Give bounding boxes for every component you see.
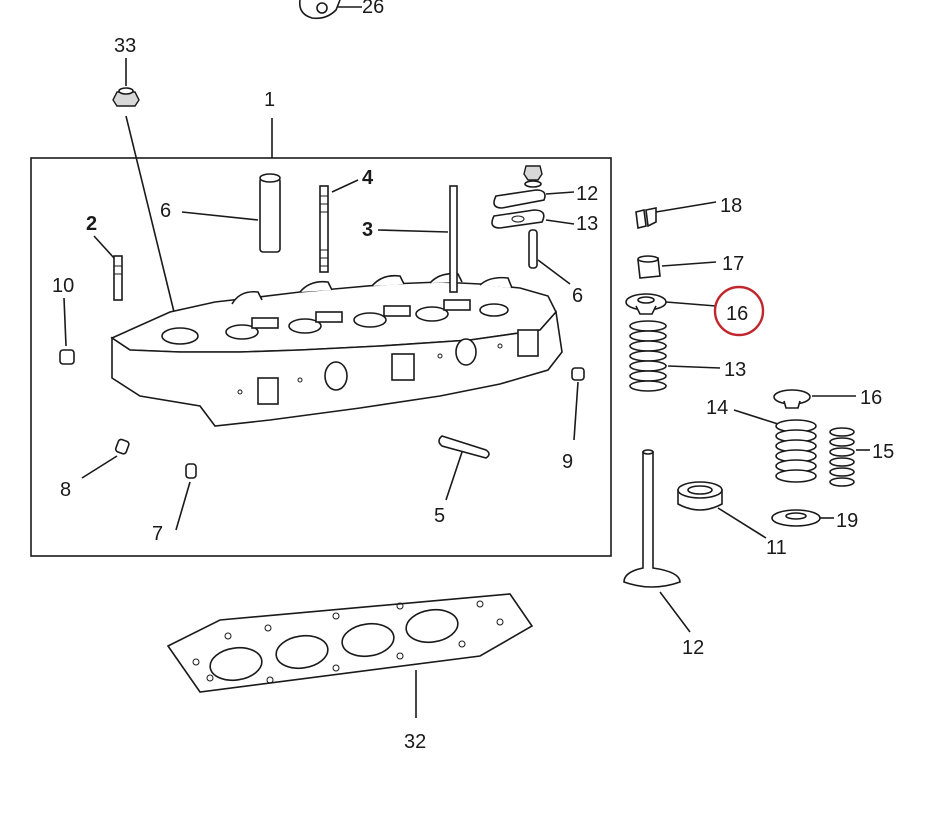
part-17-cap xyxy=(637,255,661,279)
callout-16-highlighted: 16 xyxy=(726,303,748,325)
part-15-inner-spring xyxy=(829,427,855,487)
part-7-plug xyxy=(185,463,197,479)
callout-7: 7 xyxy=(152,523,163,545)
part-32-head-gasket xyxy=(166,593,534,693)
part-5-pin xyxy=(438,435,490,459)
part-6-dowel-right xyxy=(528,229,538,269)
part-12-valve xyxy=(623,449,681,588)
part-19-spring-seat xyxy=(771,509,821,527)
callout-33: 33 xyxy=(114,35,136,57)
callout-9: 9 xyxy=(562,451,573,473)
callout-5: 5 xyxy=(434,505,445,527)
callout-18: 18 xyxy=(720,195,742,217)
callout-16-second: 16 xyxy=(860,387,882,409)
part-cylinder-head xyxy=(110,272,563,427)
callout-19: 19 xyxy=(836,510,858,532)
part-8-plug xyxy=(114,438,130,455)
callout-15: 15 xyxy=(872,441,894,463)
part-6-sleeve xyxy=(259,173,281,253)
part-18-collets xyxy=(635,207,657,229)
part-2-pin xyxy=(113,255,123,301)
callout-32: 32 xyxy=(404,731,426,753)
part-10-plug xyxy=(59,349,75,365)
part-9-plug xyxy=(571,367,585,381)
part-3-long-stud xyxy=(449,185,458,293)
part-16-retainer-small xyxy=(773,389,811,409)
callout-13-top: 13 xyxy=(576,213,598,235)
callout-12-top: 12 xyxy=(576,183,598,205)
callout-26: 26 xyxy=(362,0,384,18)
part-16-spring-retainer xyxy=(625,293,667,315)
part-4-stud xyxy=(319,185,329,273)
part-12-13-plate-assembly xyxy=(491,165,546,229)
callout-10: 10 xyxy=(52,275,74,297)
callout-2: 2 xyxy=(86,213,97,235)
part-13-valve-spring xyxy=(629,320,667,392)
part-33-nut xyxy=(112,87,140,107)
callout-13-right: 13 xyxy=(724,359,746,381)
callout-12-valve: 12 xyxy=(682,637,704,659)
callout-4: 4 xyxy=(362,167,374,189)
cylinder-head-frame xyxy=(30,157,612,557)
highlight-circle xyxy=(713,285,765,337)
callout-3: 3 xyxy=(362,219,373,241)
callout-1: 1 xyxy=(264,89,275,111)
callout-11: 11 xyxy=(766,537,787,559)
callout-8: 8 xyxy=(60,479,71,501)
part-11-seal xyxy=(677,481,723,511)
part-14-outer-spring xyxy=(775,419,817,483)
callout-6-left: 6 xyxy=(160,200,171,222)
callout-6-right: 6 xyxy=(572,285,583,307)
callout-17: 17 xyxy=(722,253,744,275)
part-26-rocker-fragment xyxy=(298,0,362,20)
callout-14: 14 xyxy=(706,397,728,419)
